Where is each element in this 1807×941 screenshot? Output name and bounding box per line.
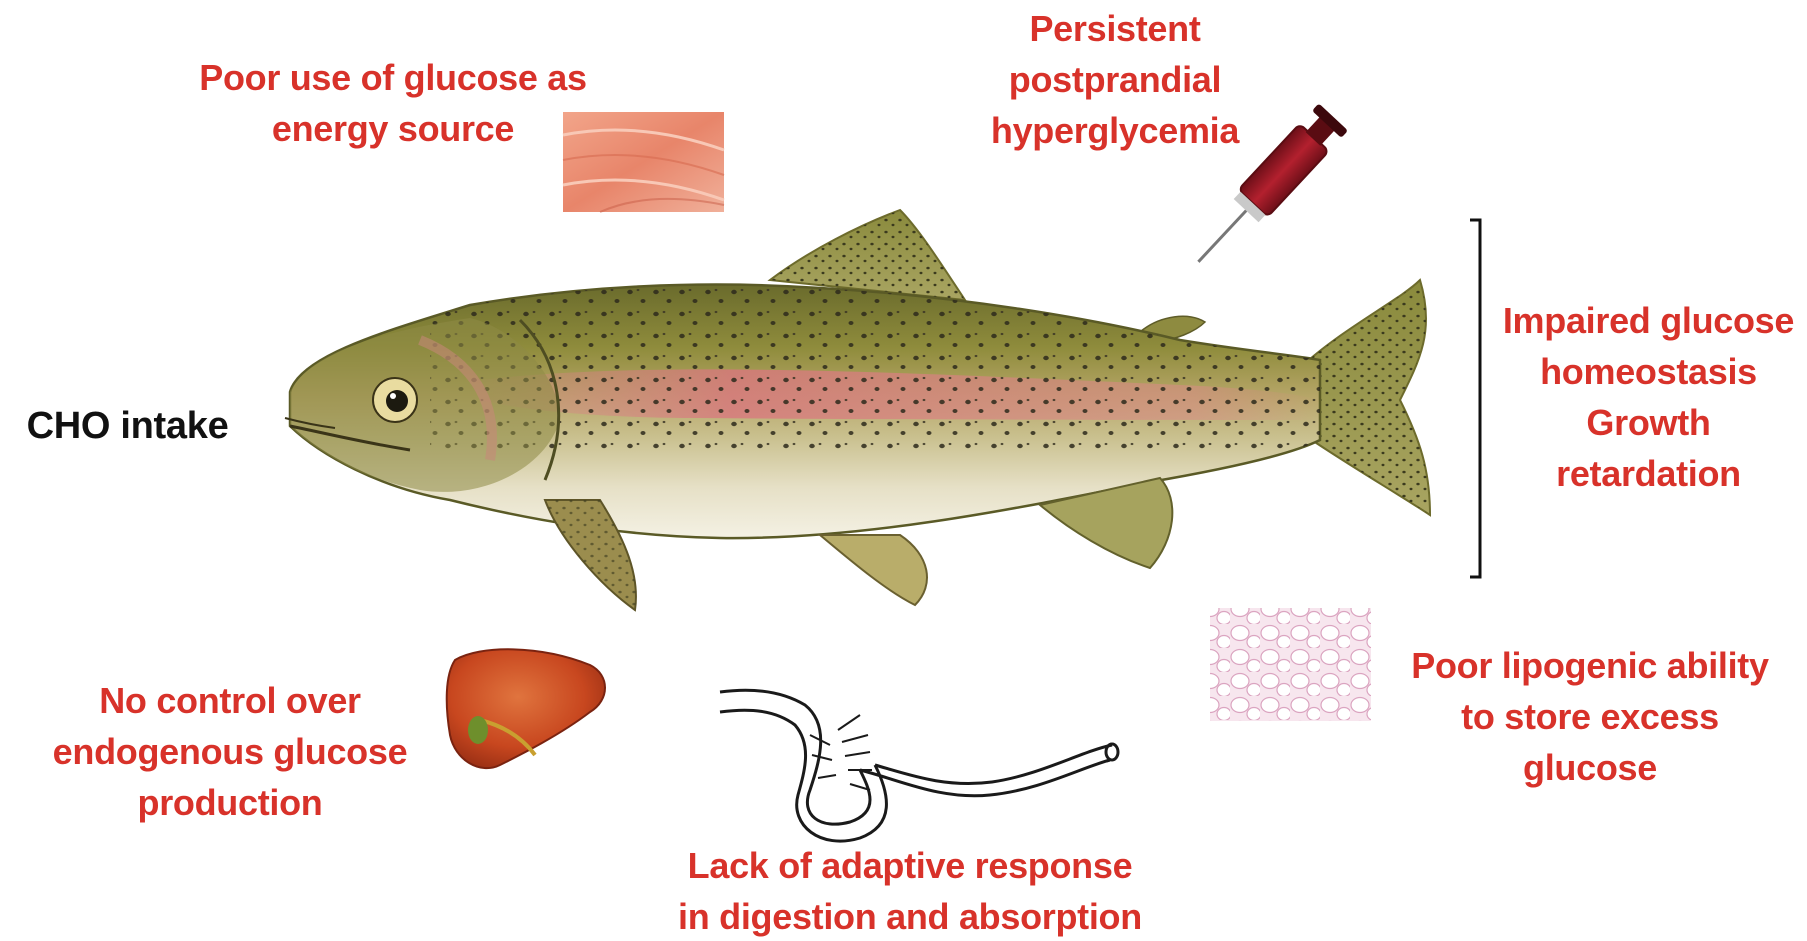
digestion-label: Lack of adaptive response in digestion a… bbox=[640, 840, 1180, 941]
lipogenic-label: Poor lipogenic ability to store excess g… bbox=[1380, 640, 1800, 793]
cho-intake-label: CHO intake bbox=[0, 401, 255, 452]
poor-glucose-use-label: Poor use of glucose as energy source bbox=[173, 52, 613, 154]
endogenous-label: No control over endogenous glucose produ… bbox=[40, 675, 420, 828]
hyperglycemia-label: Persistent postprandial hyperglycemia bbox=[950, 3, 1280, 156]
impaired-homeostasis-label: Impaired glucose homeostasis Growth reta… bbox=[1490, 295, 1807, 499]
